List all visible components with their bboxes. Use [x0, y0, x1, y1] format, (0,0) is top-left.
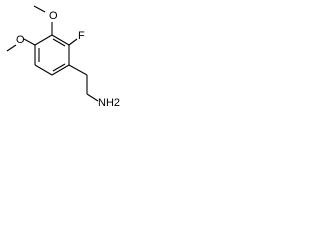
amine-label: NH2: [98, 97, 120, 109]
methoxy-group-top: O: [33, 5, 58, 35]
bond-ch2-to-nitrogen: [86, 93, 99, 102]
chemical-structure-diagram: O O F NH2: [6, 5, 120, 109]
bond-ring-to-fluorine: [68, 38, 78, 46]
bond-oxygen-top-to-methyl: [33, 5, 46, 13]
fluoro-substituent: F: [68, 30, 85, 46]
methoxy-group-left: O: [6, 34, 36, 52]
benzene-ring: [34, 34, 70, 76]
ring-bond-bottom-right: [51, 64, 70, 76]
oxygen-left-label: O: [16, 34, 25, 46]
ring-double-bond-bottom-right: [52, 63, 66, 72]
bond-ring-to-ch2: [68, 64, 88, 76]
bond-oxygen-left-to-methyl: [6, 44, 17, 52]
ethylamine-chain: NH2: [68, 64, 120, 109]
bond-ring-to-oxygen-left: [23, 38, 36, 46]
oxygen-top-label: O: [49, 10, 58, 22]
ring-double-bond-top-right: [52, 38, 66, 47]
ring-bond-top-right: [51, 34, 70, 46]
ring-bond-top-left: [34, 34, 53, 46]
fluorine-label: F: [78, 30, 85, 42]
ring-bond-bottom-left: [34, 64, 53, 76]
